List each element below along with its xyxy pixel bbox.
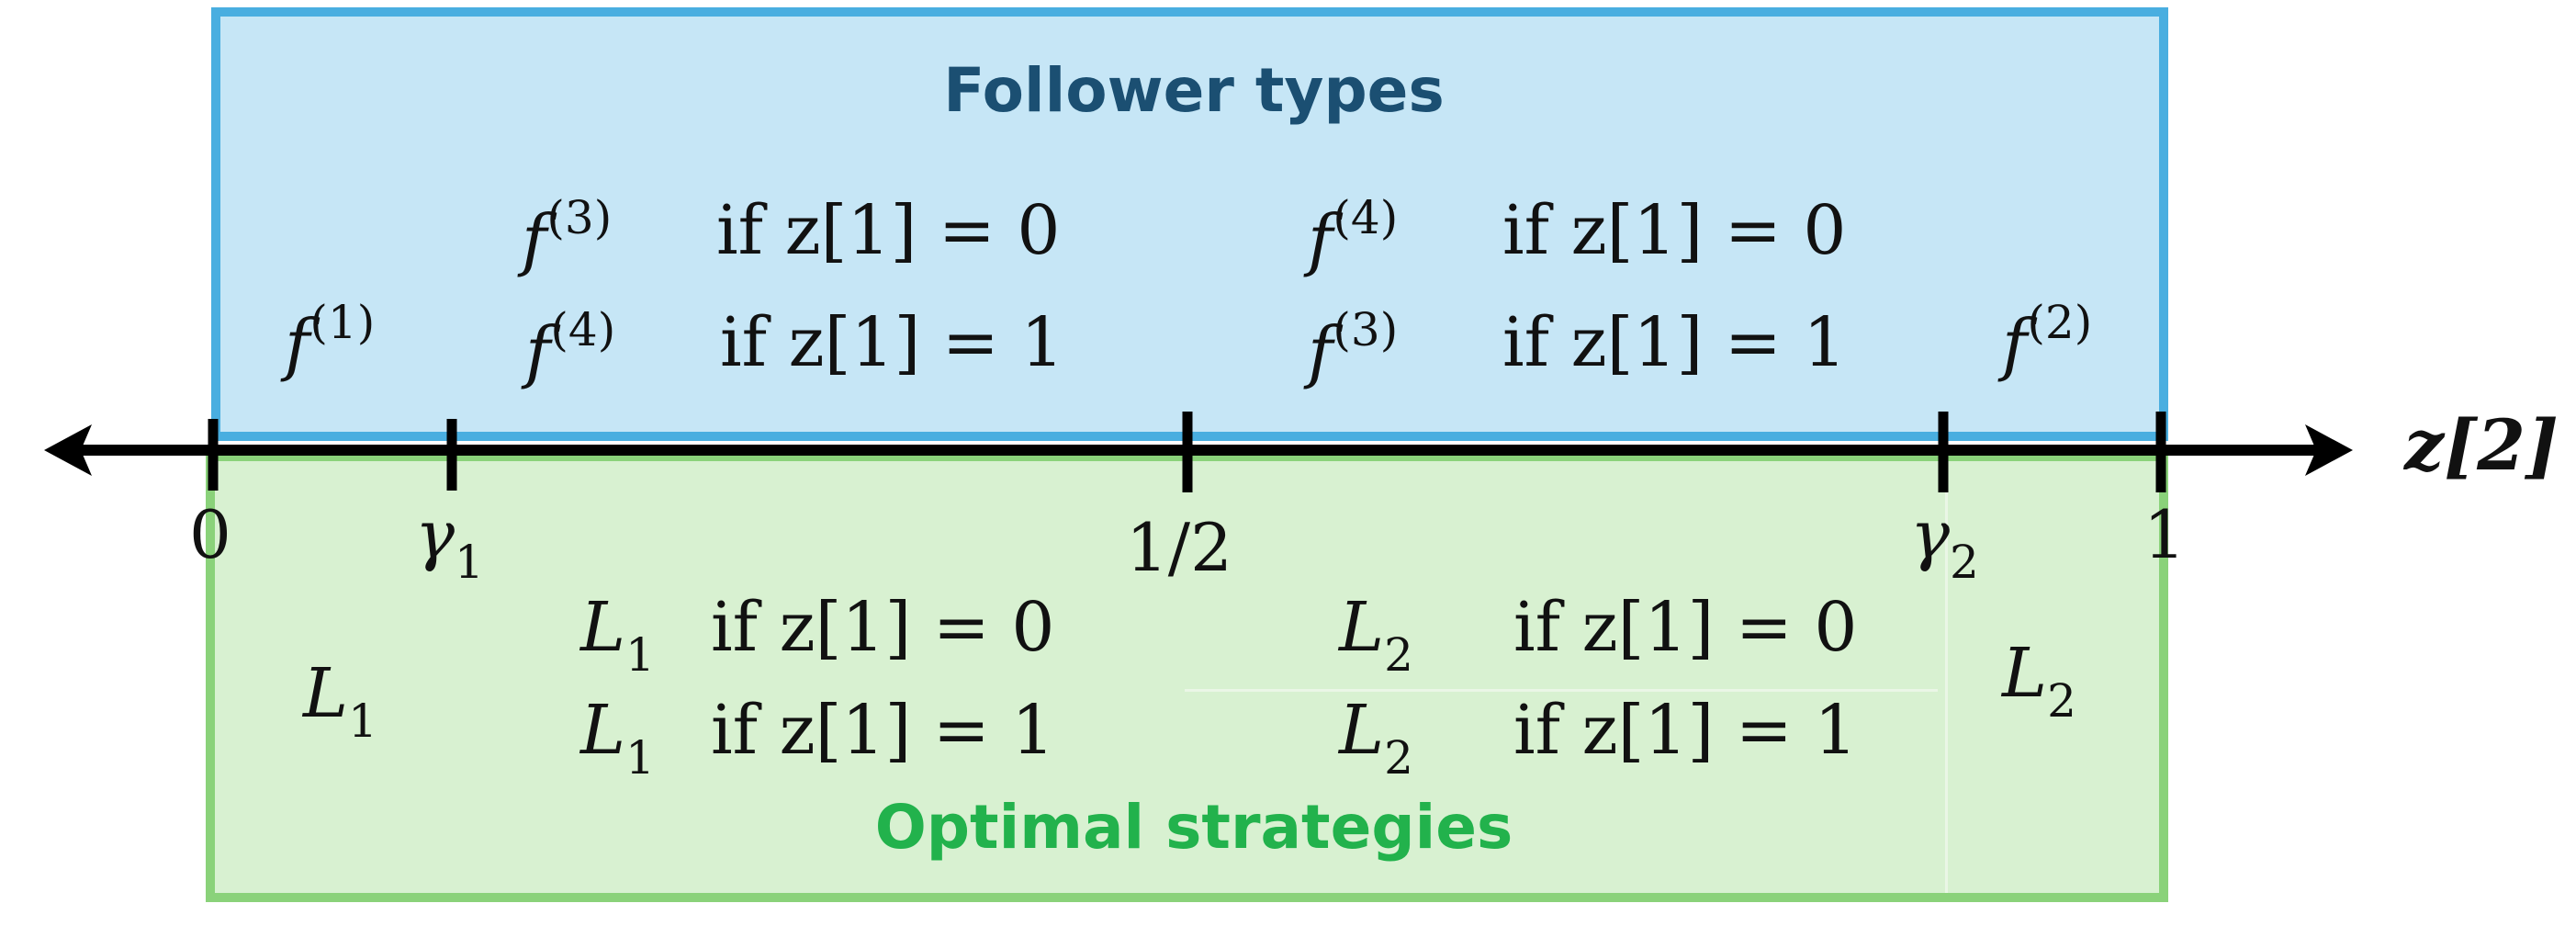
follower-symbol: f: [285, 305, 310, 384]
strategy-subscript: 1: [348, 694, 377, 748]
condition-text: if z[1] = 1: [720, 303, 1064, 382]
condition-text: if z[1] = 0: [1502, 191, 1847, 270]
strategy-column-divider: [1945, 459, 1948, 893]
gamma2-base: γ: [1910, 496, 1951, 573]
strategy-symbol: L: [580, 588, 626, 667]
strategy-subscript: 2: [2047, 674, 2076, 728]
follower-superscript: (1): [309, 296, 376, 349]
strategy-subscript: 2: [1384, 628, 1413, 682]
axis-right-arrow: [2305, 424, 2353, 476]
follower-type-region3-row2: f(3) if z[1] = 1: [1308, 303, 1847, 391]
follower-type-region2-row2: f(4) if z[1] = 1: [525, 303, 1064, 391]
tick-label-gamma2: γ2: [1910, 496, 1979, 589]
strategy-symbol: L: [580, 691, 626, 770]
tick-label-half: 1/2: [1126, 509, 1232, 586]
follower-superscript: (4): [550, 303, 616, 356]
condition-text: if z[1] = 0: [716, 191, 1061, 270]
strategy-region3-row1: L2 if z[1] = 0: [1339, 588, 1858, 682]
follower-types-title: Follower types: [943, 55, 1445, 126]
axis-name-label: z[2]: [2404, 404, 2559, 486]
gamma1-base: γ: [415, 496, 456, 573]
strategy-subscript: 1: [625, 731, 655, 785]
strategy-symbol: L: [1339, 588, 1385, 667]
strategy-symbol: L: [2002, 634, 2048, 713]
gamma1-sub: 1: [455, 536, 484, 589]
follower-symbol: f: [1308, 312, 1333, 391]
condition-text: if z[1] = 1: [1513, 691, 1858, 770]
follower-types-panel: [211, 7, 2168, 441]
follower-superscript: (3): [546, 191, 613, 244]
strategy-region2-row1: L1 if z[1] = 0: [580, 588, 1055, 682]
follower-symbol: f: [2002, 305, 2028, 384]
strategy-row-divider: [1185, 689, 1938, 692]
tick-label-gamma1: γ1: [415, 496, 484, 589]
follower-superscript: (4): [1333, 191, 1399, 244]
tick-label-1: 1: [2143, 496, 2186, 573]
strategy-region1: L1: [303, 654, 377, 748]
condition-text: if z[1] = 1: [1502, 303, 1847, 382]
axis-left-arrow: [44, 424, 92, 476]
strategy-symbol: L: [303, 654, 349, 733]
strategy-subscript: 2: [1384, 731, 1413, 785]
optimal-strategies-title: Optimal strategies: [874, 792, 1513, 863]
follower-type-region3-row1: f(4) if z[1] = 0: [1308, 191, 1847, 279]
follower-type-region4: f(2): [2002, 296, 2092, 384]
strategy-subscript: 1: [625, 628, 655, 682]
follower-type-region2-row1: f(3) if z[1] = 0: [522, 191, 1061, 279]
follower-symbol: f: [522, 200, 547, 279]
strategy-region2-row2: L1 if z[1] = 1: [580, 691, 1055, 785]
gamma2-sub: 2: [1950, 536, 1979, 589]
follower-symbol: f: [1308, 200, 1333, 279]
follower-superscript: (2): [2027, 296, 2093, 349]
tick-label-0: 0: [189, 496, 231, 573]
follower-type-region1: f(1): [285, 296, 375, 384]
follower-symbol: f: [525, 312, 551, 391]
strategy-region3-row2: L2 if z[1] = 1: [1339, 691, 1858, 785]
condition-text: if z[1] = 1: [711, 691, 1055, 770]
strategy-region4: L2: [2002, 634, 2076, 728]
condition-text: if z[1] = 0: [1513, 588, 1858, 667]
strategy-symbol: L: [1339, 691, 1385, 770]
follower-superscript: (3): [1333, 303, 1399, 356]
condition-text: if z[1] = 0: [711, 588, 1055, 667]
